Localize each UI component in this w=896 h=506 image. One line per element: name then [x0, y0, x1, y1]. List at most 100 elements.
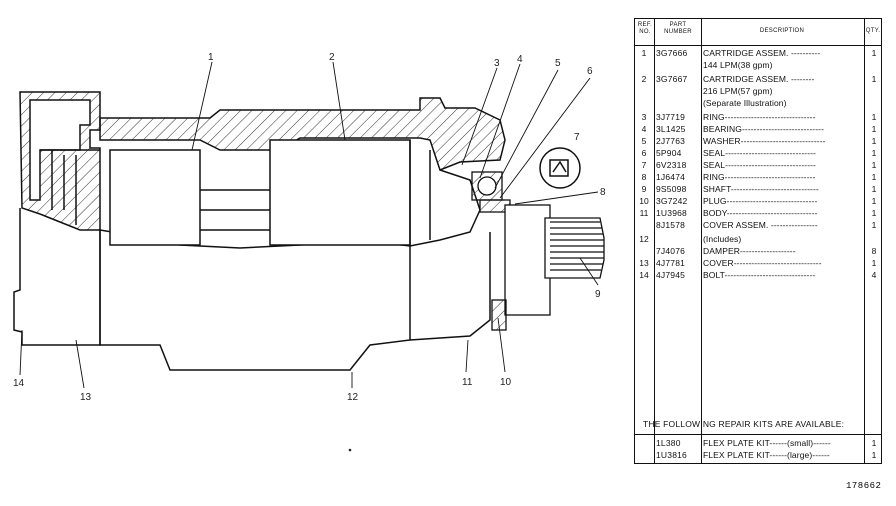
qty-cell: 1: [871, 136, 877, 146]
pump-section-drawing: 1 2 3 4 5 6 7 8 9 10 11 12 13 14: [13, 52, 606, 452]
description-cell: COVER------------------------------: [703, 258, 822, 268]
description-cell: RING-------------------------------: [703, 172, 816, 182]
callout-11: 11: [462, 377, 473, 388]
col-divider: [654, 19, 655, 463]
table-header: REF. NO. PART NUMBER DESCRIPTION QTY.: [635, 19, 881, 46]
kit-divider: [635, 434, 881, 435]
table-row: 12 (Includes): [635, 233, 881, 245]
description-cell: CARTRIDGE ASSEM. ----------: [703, 48, 821, 58]
callout-12: 12: [347, 392, 359, 403]
header-desc: DESCRIPTION: [759, 28, 805, 34]
callout-7: 7: [574, 132, 580, 143]
seal-detail: [539, 147, 581, 189]
description-cell: SEAL-------------------------------: [703, 148, 816, 158]
part-number-cell: 1J6474: [656, 172, 686, 182]
drive-shaft: [479, 199, 605, 331]
description-cell: COVER ASSEM. ----------------: [703, 220, 818, 230]
kit-row: 1U3816 FLEX PLATE KIT------(large)------ 1: [635, 449, 881, 461]
description-cell: SEAL-------------------------------: [703, 160, 816, 170]
qty-cell: 1: [871, 160, 877, 170]
table-row: 5 2J7763 WASHER---------------------------…: [635, 135, 881, 147]
part-number-cell: 1U3968: [656, 208, 687, 218]
callout-1: 1: [208, 52, 214, 63]
ref-cell: 1: [641, 48, 647, 58]
kit-description: FLEX PLATE KIT------(large)------: [703, 450, 830, 460]
table-row: 2 3G7667 CARTRIDGE ASSEM. -------- 1: [635, 73, 881, 85]
table-row: 9 9S5098 SHAFT----------------------------…: [635, 183, 881, 195]
stray-mark: [348, 448, 352, 452]
header-ref: REF. NO.: [637, 22, 653, 35]
qty-cell: 1: [871, 220, 877, 230]
left-cover: [13, 91, 101, 346]
bearing: [471, 171, 503, 201]
part-number-cell: 3G7242: [656, 196, 688, 206]
description-cell: 216 LPM(57 gpm): [703, 86, 773, 96]
qty-cell: 1: [871, 208, 877, 218]
part-number-cell: 3L1425: [656, 124, 686, 134]
part-number-cell: 2J7763: [656, 136, 686, 146]
kit-qty: 1: [871, 450, 877, 460]
kit-qty: 1: [871, 438, 877, 448]
kit-description: FLEX PLATE KIT------(small)------: [703, 438, 831, 448]
qty-cell: 1: [871, 196, 877, 206]
qty-cell: 1: [871, 258, 877, 268]
table-row: 1 3G7666 CARTRIDGE ASSEM. ---------- 1: [635, 47, 881, 59]
kit-part-number: 1U3816: [656, 450, 687, 460]
qty-cell: 1: [871, 74, 877, 84]
qty-cell: 1: [871, 124, 877, 134]
ref-cell: 13: [639, 258, 649, 268]
part-number-cell: 3G7667: [656, 74, 688, 84]
description-cell: DAMPER-------------------: [703, 246, 796, 256]
ref-cell: 9: [641, 184, 647, 194]
callout-3: 3: [494, 58, 500, 69]
part-number-cell: 7J4076: [656, 246, 686, 256]
ref-cell: 3: [641, 112, 647, 122]
header-qty: QTY.: [865, 28, 881, 34]
callouts: 1 2 3 4 5 6 7 8 9 10 11 12 13 14: [13, 52, 606, 403]
description-cell: (Includes): [703, 234, 742, 244]
description-cell: BOLT-------------------------------: [703, 270, 816, 280]
callout-14: 14: [13, 378, 25, 389]
pump-body: [99, 97, 506, 371]
table-row: 13 4J7781 COVER---------------------------…: [635, 257, 881, 269]
qty-cell: 8: [871, 246, 877, 256]
part-number-cell: 3J7719: [656, 112, 686, 122]
table-row: (Separate Illustration): [635, 97, 881, 109]
description-cell: CARTRIDGE ASSEM. --------: [703, 74, 815, 84]
part-number-cell: 4J7945: [656, 270, 686, 280]
callout-13: 13: [80, 392, 92, 403]
ref-cell: 12: [639, 234, 649, 244]
part-number-cell: 3G7666: [656, 48, 688, 58]
qty-cell: 1: [871, 172, 877, 182]
repair-kits-note: THE FOLLOWING REPAIR KITS ARE AVAILABLE:: [643, 419, 845, 429]
description-cell: SHAFT------------------------------: [703, 184, 819, 194]
part-number-cell: 6V2318: [656, 160, 687, 170]
leader-lines: [19, 61, 599, 389]
callout-4: 4: [517, 54, 523, 65]
callout-10: 10: [500, 377, 512, 388]
description-cell: PLUG-------------------------------: [703, 196, 818, 206]
description-cell: (Separate Illustration): [703, 98, 787, 108]
ref-cell: 5: [641, 136, 647, 146]
qty-cell: 1: [871, 48, 877, 58]
part-number-cell: 9S5098: [656, 184, 687, 194]
figure-number: 178662: [846, 481, 882, 491]
qty-cell: 1: [871, 112, 877, 122]
ref-cell: 2: [641, 74, 647, 84]
table-row: 144 LPM(38 gpm): [635, 59, 881, 71]
qty-cell: 1: [871, 184, 877, 194]
description-cell: RING-------------------------------: [703, 112, 816, 122]
description-cell: WASHER-----------------------------: [703, 136, 826, 146]
col-divider: [701, 19, 702, 463]
part-number-cell: 4J7781: [656, 258, 686, 268]
description-cell: 144 LPM(38 gpm): [703, 60, 773, 70]
